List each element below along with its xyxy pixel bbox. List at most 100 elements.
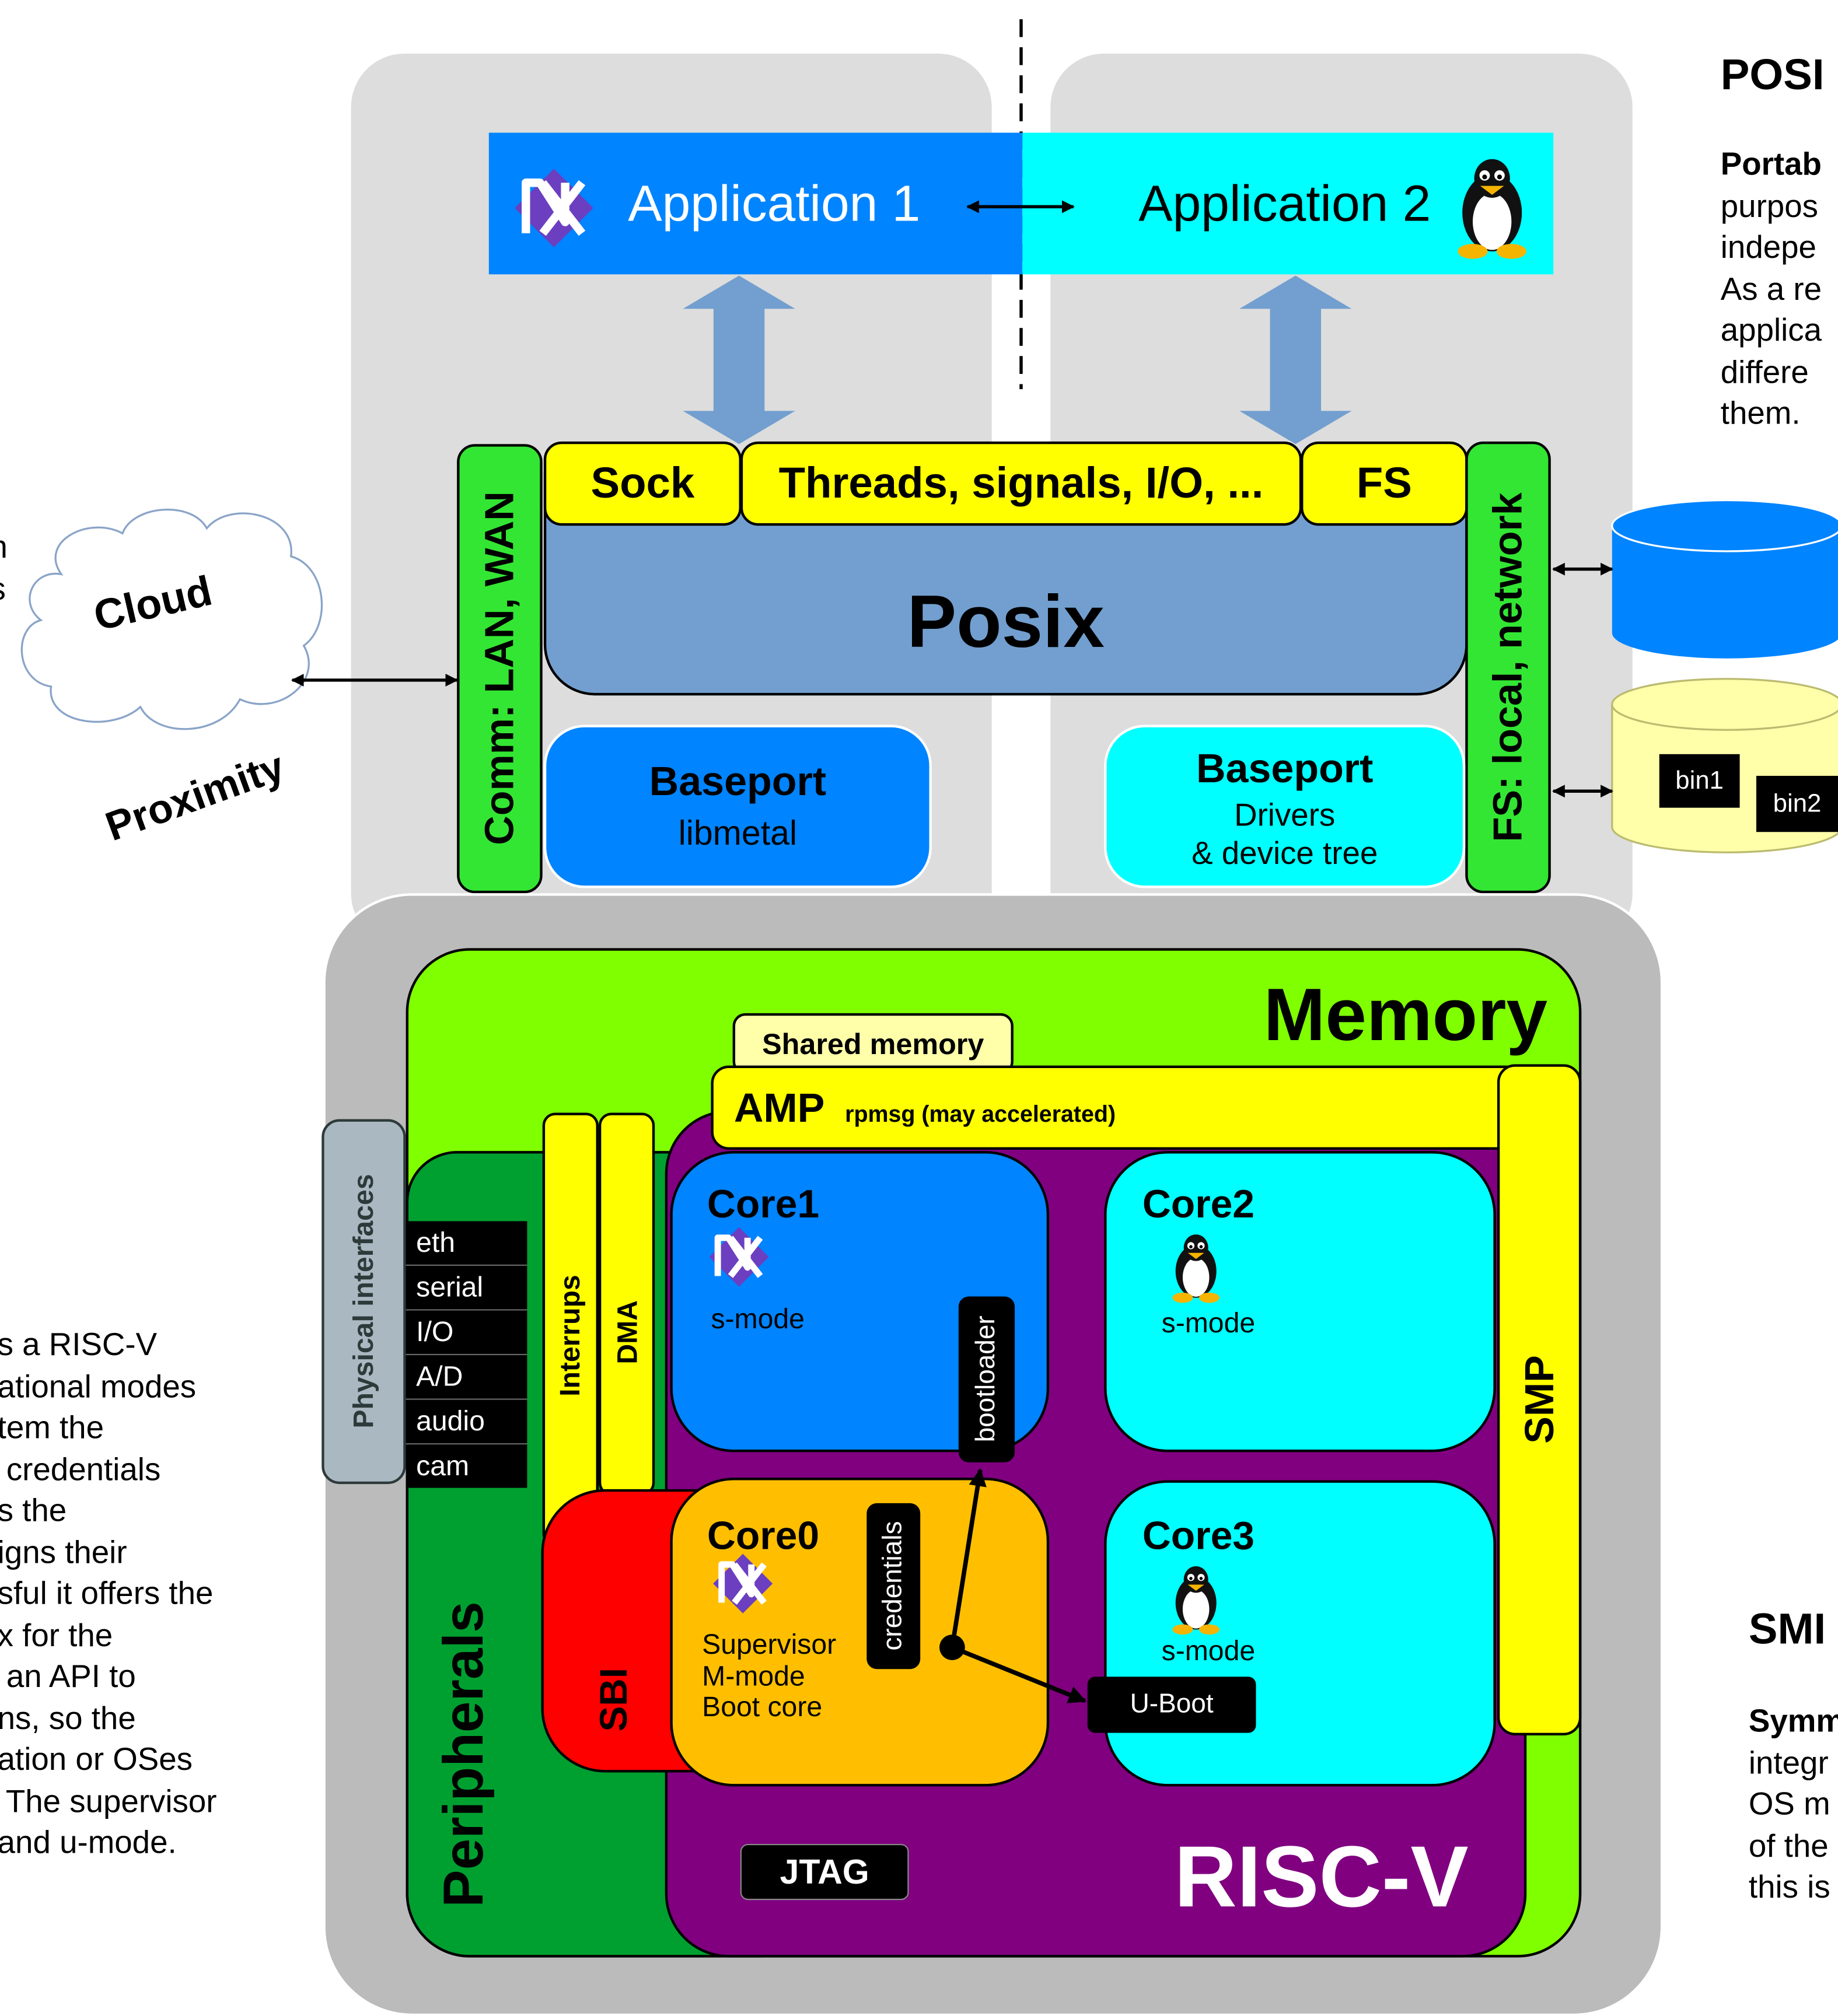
baseport-right-title: Baseport [1196,745,1374,792]
application-2-label: Application 2 [1138,176,1431,233]
left-line: s the [0,1493,67,1529]
core0-line3: Boot core [702,1690,823,1723]
left-fragment-3: s [0,569,6,611]
interrupts-bar: Interrups [542,1112,599,1547]
interface-ad: A/D [406,1355,527,1400]
tux-penguin-icon [1448,153,1537,261]
smp-line: integr [1748,1745,1829,1781]
comm-lan-wan-bar: Comm: LAN, WAN [457,444,543,894]
interface-eth: eth [406,1221,527,1266]
left-line: an API to [0,1658,136,1695]
core3-block [1104,1480,1496,1787]
bin1-label: bin1 [1659,754,1740,808]
tux-penguin-icon [1165,1230,1227,1304]
fs-storage-arrow-1 [1552,562,1613,576]
memory-title: Memory [1263,974,1548,1057]
posix-heading: POSI [1720,51,1825,100]
jtag-block: JTAG [740,1843,909,1901]
dma-label: DMA [611,1300,644,1364]
posix-bold: Portab [1720,146,1822,183]
credentials-block: credentials [866,1503,921,1670]
fs-block: FS [1301,441,1468,526]
nuttx-logo-icon [511,166,597,250]
interface-cam: cam [416,1450,470,1482]
core1-mode: s-mode [711,1303,805,1335]
physical-interfaces-bar: Physical interfaces [322,1119,406,1485]
comm-label: Comm: LAN, WAN [476,491,522,846]
left-description: s a RISC-V ational modes tem the credent… [0,1325,217,1864]
amp-bar [711,1065,1528,1150]
core1-title: Core1 [707,1181,820,1227]
shared-memory-block: Shared memory [732,1013,1014,1074]
left-line: The supervisor [0,1783,217,1819]
left-line: ation or OSes [0,1741,193,1778]
sbi-label-box: SBI [587,1646,643,1754]
posix-line: purpos [1720,188,1818,224]
tux-penguin-icon [1165,1562,1227,1636]
database-cylinder-icon [1611,500,1838,659]
core2-title: Core2 [1142,1181,1255,1227]
interface-serial: serial [406,1266,527,1311]
left-line: sful it offers the [0,1576,214,1612]
left-line: tem the [0,1410,104,1446]
posix-line: differe [1720,354,1809,390]
bootloader-label: bootloader [971,1316,1001,1443]
smp-line: of the [1748,1828,1829,1864]
amp-sub: rpmsg (may accelerated) [845,1101,1116,1127]
posix-line: them. [1720,396,1801,432]
left-line: igns their [0,1534,127,1570]
fs-bar-label: FS: local, network [1484,492,1530,842]
boot-flow-arrows [939,1468,1087,1703]
core0-line2: M-mode [702,1659,805,1692]
nuttx-logo-icon [706,1225,773,1289]
app2-posix-arrow [1239,275,1352,444]
sock-block: Sock [543,441,742,526]
fs-storage-arrow-2 [1552,785,1613,798]
posix-line: As a re [1720,271,1822,307]
left-line: x for the [0,1617,113,1653]
baseport-drivers: Baseport Drivers & device tree [1104,724,1466,888]
smp-bold: Symm [1748,1703,1838,1740]
proximity-label: Proximity [99,743,291,850]
left-line: and u-mode. [0,1825,177,1861]
smp-line: OS m [1748,1786,1830,1822]
baseport-left-title: Baseport [649,758,827,804]
amp-title: AMP [733,1084,825,1131]
core0-description: Supervisor M-mode Boot core [702,1629,836,1723]
core3-mode: s-mode [1161,1634,1256,1667]
peripherals-label: Peripherals [432,1601,495,1908]
interrupts-label: Interrups [554,1275,586,1397]
baseport-left-sub: libmetal [678,814,798,853]
core0-block [670,1478,1050,1787]
core0-title: Core0 [707,1513,820,1558]
sbi-label: SBI [593,1668,636,1732]
application-1-label: Application 1 [628,176,921,233]
core2-mode: s-mode [1161,1307,1256,1339]
left-line: ational modes [0,1368,197,1405]
app-communication-arrow [966,200,1075,214]
smp-label: SMP [1515,1355,1562,1444]
bin2-label: bin2 [1756,776,1838,832]
left-line: ns, so the [0,1700,136,1737]
posix-description: Portab purpos indepe As a re applica dif… [1721,144,1822,435]
smp-heading: SMI [1748,1605,1826,1654]
cloud-icon [20,508,323,730]
interface-list: eth serial I/O A/D audio cam [406,1221,527,1488]
peripherals-label-box: Peripherals [424,1570,505,1940]
baseport-libmetal: Baseport libmetal [543,724,932,888]
bootloader-block: bootloader [958,1296,1015,1462]
smp-description: Symm integr OS m of the this is [1749,1701,1838,1908]
fs-local-network-bar: FS: local, network [1465,441,1551,894]
nuttx-logo-icon [710,1552,776,1615]
uboot-block: U-Boot [1087,1676,1256,1733]
core2-block [1104,1151,1496,1452]
baseport-right-line2: & device tree [1191,835,1378,872]
core3-title: Core3 [1142,1513,1255,1558]
left-line: credentials [0,1451,161,1488]
physical-interfaces-label: Physical interfaces [347,1174,379,1429]
core0-line1: Supervisor [702,1628,837,1660]
posix-line: applica [1720,312,1822,349]
baseport-right-line1: Drivers [1234,797,1336,834]
app1-posix-arrow [683,275,795,444]
left-fragment-2: n [0,527,8,568]
